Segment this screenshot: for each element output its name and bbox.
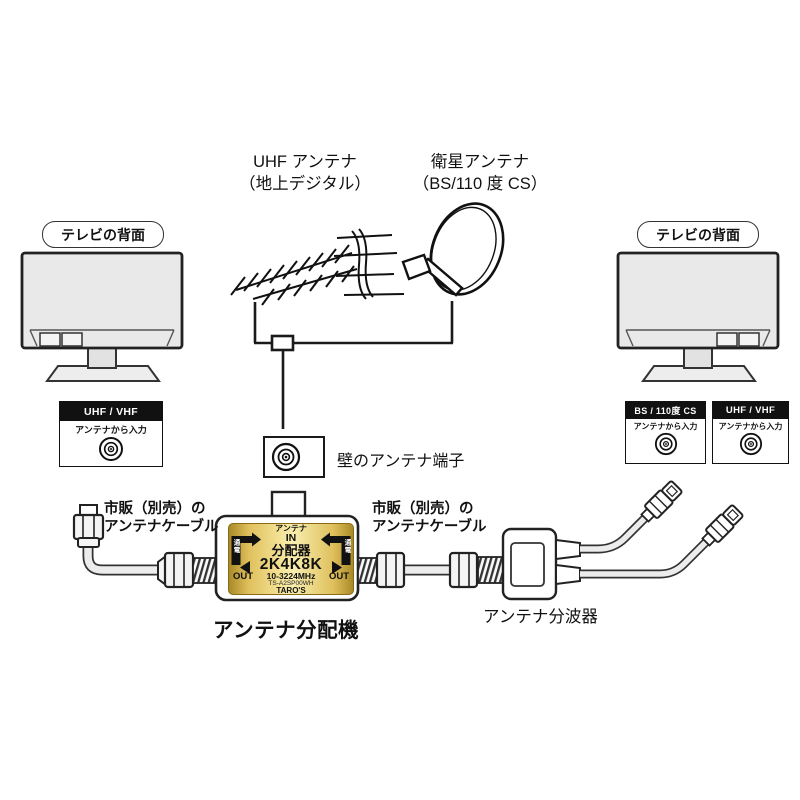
uhf-antenna-label-line2: （地上デジタル） <box>239 175 371 193</box>
panel-header-right-uhf: UHF / VHF <box>713 402 788 419</box>
uhf-antenna-label: UHF アンテナ （地上デジタル） <box>195 151 415 195</box>
splitter-power-left-label: 通電 <box>232 539 239 554</box>
coax-connector-icon <box>99 437 123 461</box>
tv-back-label-right-text: テレビの背面 <box>656 226 740 243</box>
splitter-antenna-label: アンテナ <box>275 524 307 533</box>
satellite-antenna-label-line1: 衛星アンテナ <box>430 153 530 171</box>
splitter-brand-logo: TARO'S <box>276 586 306 595</box>
antenna-feed-lines <box>253 301 454 429</box>
uhf-antenna-label-line1: UHF アンテナ <box>253 153 357 171</box>
tv-back-right-drawing <box>616 251 780 382</box>
splitter-flow-arrows-icon <box>231 532 351 574</box>
bs-plug-icon <box>640 480 683 523</box>
splitter-out-right-label: OUT <box>328 571 349 582</box>
mixer-box <box>270 334 295 352</box>
uhf-plug-icon <box>701 504 744 547</box>
cable-right-label-line1: 市販（別売）の <box>372 501 474 517</box>
wall-terminal-drawing <box>263 436 325 478</box>
separator-body-drawing <box>501 527 581 601</box>
splitter-in-label: IN <box>285 532 297 544</box>
panel-header-right-bs: BS / 110度 CS <box>626 402 705 419</box>
panel-sub-right-bs: アンテナから入力 <box>633 422 698 431</box>
satellite-antenna-label: 衛星アンテナ （BS/110 度 CS） <box>370 151 590 195</box>
coax-connector-icon <box>654 432 677 456</box>
cable-right-label-line2: アンテナケーブル <box>372 519 487 535</box>
cable-left-label: 市販（別売）の アンテナケーブル <box>104 500 219 536</box>
tv-input-panel-right-uhf: UHF / VHF アンテナから入力 <box>712 401 789 464</box>
splitter-power-right-label: 通電 <box>343 539 350 554</box>
tv-back-label-left-text: テレビの背面 <box>61 226 145 243</box>
tv-back-label-right: テレビの背面 <box>637 221 759 248</box>
splitter-face: アンテナ IN 分配器 2K4K8K 10-3224MHz TS-A2SP00W… <box>228 523 354 595</box>
splitter-device-label: 分配器 <box>271 542 311 558</box>
splitter-spec-label: 2K4K8K <box>259 555 323 573</box>
coax-connector-icon <box>739 432 762 456</box>
satellite-antenna-label-line2: （BS/110 度 CS） <box>412 175 548 193</box>
cable-left-label-line2: アンテナケーブル <box>104 519 219 535</box>
antenna-cable-left-drawing <box>72 504 217 589</box>
uhf-antenna-icon <box>230 228 405 306</box>
cable-right-label: 市販（別売）の アンテナケーブル <box>372 500 487 536</box>
separator-caption: アンテナ分波器 <box>483 608 598 626</box>
tv-back-label-left: テレビの背面 <box>42 221 164 248</box>
tv-input-panel-left-uhf: UHF / VHF アンテナから入力 <box>59 401 163 467</box>
splitter-face-text: アンテナ IN 分配器 2K4K8K 10-3224MHz TS-A2SP00W… <box>229 524 353 595</box>
satellite-dish-icon <box>401 202 505 297</box>
splitter-model-label: TS-A2SP00WH <box>268 579 314 587</box>
splitter-frequency-label: 10-3224MHz <box>266 571 316 581</box>
cable-left-label-line1: 市販（別売）の <box>104 501 206 517</box>
antenna-cable-right-drawing <box>357 551 504 589</box>
separator-output-cables-drawing <box>580 480 744 579</box>
splitter-caption: アンテナ分配機 <box>213 619 360 642</box>
tv-input-panel-right-bs: BS / 110度 CS アンテナから入力 <box>625 401 706 464</box>
panel-header-left-uhf: UHF / VHF <box>60 402 162 421</box>
panel-sub-right-uhf: アンテナから入力 <box>718 422 783 431</box>
tv-back-left-drawing <box>20 251 184 382</box>
panel-sub-left-uhf: アンテナから入力 <box>75 425 147 435</box>
splitter-out-left-label: OUT <box>233 571 254 582</box>
wall-terminal-label: 壁のアンテナ端子 <box>337 453 465 470</box>
